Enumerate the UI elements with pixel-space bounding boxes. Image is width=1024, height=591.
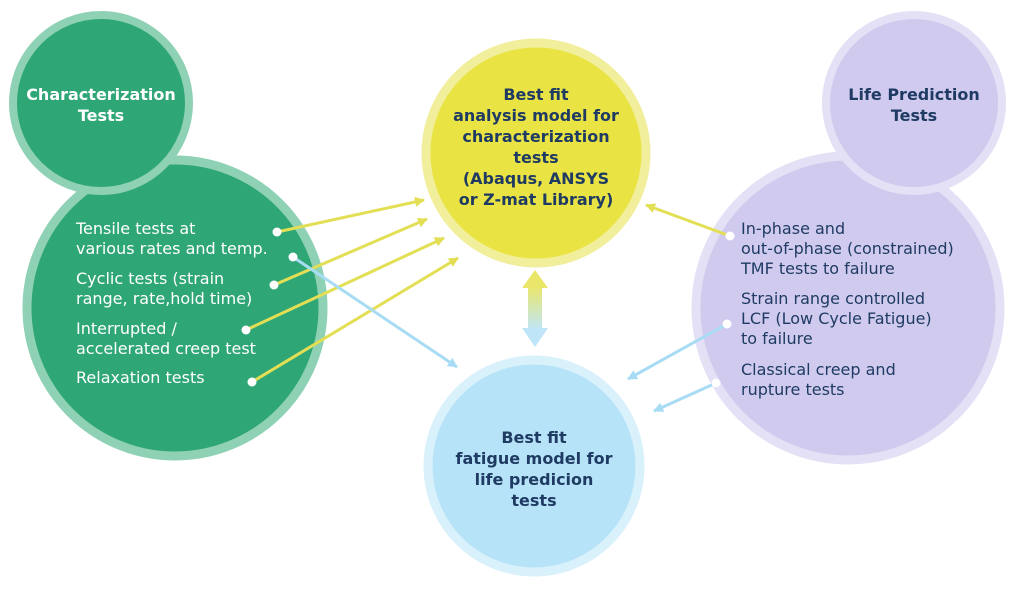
arrow-cyclic-to-analysis	[273, 217, 428, 287]
arrow-creep-to-analysis	[245, 236, 445, 332]
life-prediction-title: Life Prediction Tests	[848, 85, 980, 125]
arrow-tensile-to-analysis	[276, 197, 425, 234]
bullet-creep	[241, 325, 251, 335]
item-relaxation-tests: Relaxation tests	[76, 368, 205, 387]
bullet-cyclic	[269, 280, 279, 290]
bullet-tensile	[272, 227, 282, 237]
bullet-tensile-2	[288, 252, 298, 262]
bullet-lcf	[722, 319, 732, 329]
item-lcf-tests: Strain range controlled LCF (Low Cycle F…	[741, 289, 932, 348]
bullet-relaxation	[247, 377, 257, 387]
bullet-creep-rupture	[711, 378, 721, 388]
bidirectional-connector	[522, 270, 548, 347]
analysis-model-title: Best fit analysis model for characteriza…	[453, 85, 619, 209]
item-tmf-tests: In-phase and out-of-phase (constrained) …	[741, 219, 954, 278]
arrow-creep-rupture-to-fatigue	[653, 381, 717, 413]
bullet-tmf	[725, 231, 735, 241]
fatigue-model-circle	[423, 355, 645, 577]
arrow-relaxation-to-analysis	[251, 256, 459, 384]
item-cyclic-tests: Cyclic tests (strain range, rate,hold ti…	[76, 269, 253, 308]
item-creep-test: Interrupted / accelerated creep test	[76, 319, 256, 358]
characterization-title: Characterization Tests	[26, 85, 176, 125]
analysis-model-circle	[421, 38, 651, 268]
arrow-tmf-to-analysis	[645, 203, 731, 238]
characterization-title-circle	[9, 11, 193, 195]
bullet-dots	[241, 227, 735, 388]
item-tensile-tests: Tensile tests at various rates and temp.	[76, 219, 268, 258]
arrow-tensile-to-fatigue	[292, 255, 458, 369]
item-creep-rupture-tests: Classical creep and rupture tests	[741, 360, 896, 399]
fatigue-model-title: Best fit fatigue model for life predicio…	[455, 428, 613, 510]
life-prediction-title-circle	[822, 11, 1006, 195]
arrow-lcf-to-fatigue	[627, 322, 728, 381]
connector-arrows	[245, 197, 731, 413]
